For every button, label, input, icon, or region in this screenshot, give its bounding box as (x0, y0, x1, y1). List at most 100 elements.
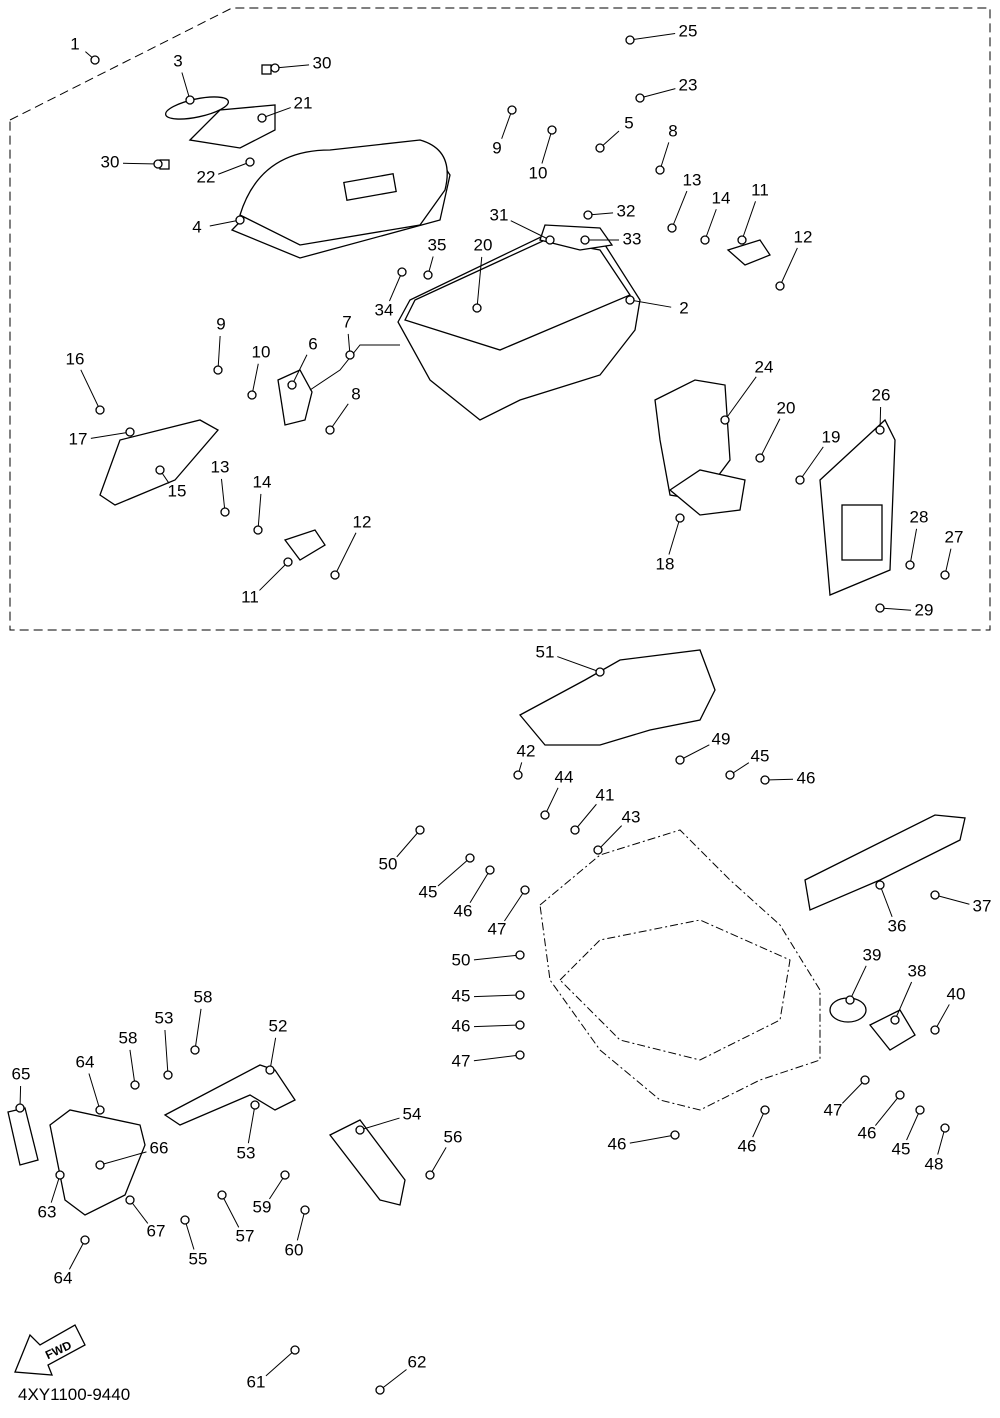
leader-line (473, 954, 521, 961)
callout-60: 60 (285, 1240, 304, 1259)
callout-20: 20 (474, 235, 493, 254)
callout-30: 30 (313, 53, 332, 72)
callout-49: 49 (712, 729, 731, 748)
leader-line (504, 889, 526, 922)
part-46-marker (485, 865, 495, 875)
leader-line (934, 894, 970, 905)
part-46-marker (515, 1020, 525, 1030)
leader-line (379, 1369, 407, 1391)
leader-line (50, 1174, 61, 1203)
leader-line (639, 88, 676, 99)
part-15-marker (155, 465, 165, 475)
leader-line (296, 1209, 306, 1241)
part-27-marker (940, 570, 950, 580)
leader-line (759, 418, 781, 459)
callout-46: 46 (858, 1123, 877, 1142)
part-46-marker (670, 1130, 680, 1140)
callout-30: 30 (101, 152, 120, 171)
part-46-marker (760, 1105, 770, 1115)
callout-23: 23 (679, 75, 698, 94)
part-43-marker (593, 845, 603, 855)
callout-4: 4 (192, 217, 201, 236)
callout-3: 3 (173, 51, 182, 70)
leader-line (334, 532, 357, 576)
leader-line (799, 446, 824, 481)
bracket-part (654, 379, 746, 516)
callout-37: 37 (973, 896, 992, 915)
leader-line (122, 162, 159, 165)
callout-35: 35 (428, 235, 447, 254)
part-2-marker (625, 295, 635, 305)
part-11-marker (737, 235, 747, 245)
callout-48: 48 (925, 1154, 944, 1173)
part-13-marker (220, 507, 230, 517)
part-64-marker (80, 1235, 90, 1245)
part-14-marker (700, 235, 710, 245)
part-20-marker (472, 303, 482, 313)
callout-2: 2 (679, 298, 688, 317)
callout-13: 13 (211, 457, 230, 476)
callout-34: 34 (375, 300, 394, 319)
holder-part (868, 1009, 916, 1051)
cover-plate-part (518, 649, 716, 746)
leader-line (574, 803, 597, 831)
callout-53: 53 (155, 1008, 174, 1027)
part-5-marker (595, 143, 605, 153)
leader-line (541, 129, 553, 164)
callout-45: 45 (892, 1139, 911, 1158)
leader-line (629, 33, 676, 41)
part-35-marker (423, 270, 433, 280)
leader-line (879, 884, 893, 917)
part-47-marker (515, 1050, 525, 1060)
part-31-marker (545, 235, 555, 245)
part-20-marker (755, 453, 765, 463)
part-49-marker (675, 755, 685, 765)
leader-line (257, 493, 262, 531)
callout-29: 29 (915, 600, 934, 619)
callout-9: 9 (216, 314, 225, 333)
leader-line (473, 1054, 521, 1062)
leader-line (265, 1349, 296, 1377)
callout-44: 44 (555, 767, 574, 786)
leader-line (90, 431, 131, 439)
leader-line (894, 981, 913, 1021)
leader-line (906, 1109, 921, 1141)
leader-line (909, 528, 918, 566)
callout-65: 65 (12, 1064, 31, 1083)
leader-line (679, 744, 710, 761)
callout-26: 26 (872, 385, 891, 404)
leader-line (218, 161, 251, 175)
callout-52: 52 (269, 1016, 288, 1035)
part-52-marker (265, 1065, 275, 1075)
part-41-marker (570, 825, 580, 835)
leader-line (473, 1024, 521, 1028)
callout-50: 50 (379, 854, 398, 873)
part-37-marker (930, 890, 940, 900)
part-46-marker (760, 775, 770, 785)
callout-14: 14 (253, 472, 272, 491)
part-55-marker (180, 1215, 190, 1225)
part-4-marker (235, 215, 245, 225)
callout-12: 12 (353, 512, 372, 531)
leader-line (217, 335, 221, 371)
callout-43: 43 (622, 807, 641, 826)
callout-47: 47 (488, 919, 507, 938)
part-28-marker (905, 560, 915, 570)
part-17-marker (125, 427, 135, 437)
callout-64: 64 (76, 1052, 95, 1071)
bracket-65-part (7, 1107, 39, 1166)
leader-line (291, 354, 308, 386)
bracket-part-lower (283, 529, 326, 561)
leader-line (274, 64, 310, 69)
callout-61: 61 (247, 1372, 266, 1391)
part-33-marker (580, 235, 590, 245)
callout-31: 31 (490, 205, 509, 224)
leader-line (88, 1073, 101, 1111)
leader-line (724, 376, 757, 421)
callout-62: 62 (408, 1352, 427, 1371)
leader-line (269, 1037, 277, 1071)
callout-46: 46 (454, 901, 473, 920)
part-38-marker (890, 1015, 900, 1025)
callout-59: 59 (253, 1197, 272, 1216)
callout-19: 19 (822, 427, 841, 446)
